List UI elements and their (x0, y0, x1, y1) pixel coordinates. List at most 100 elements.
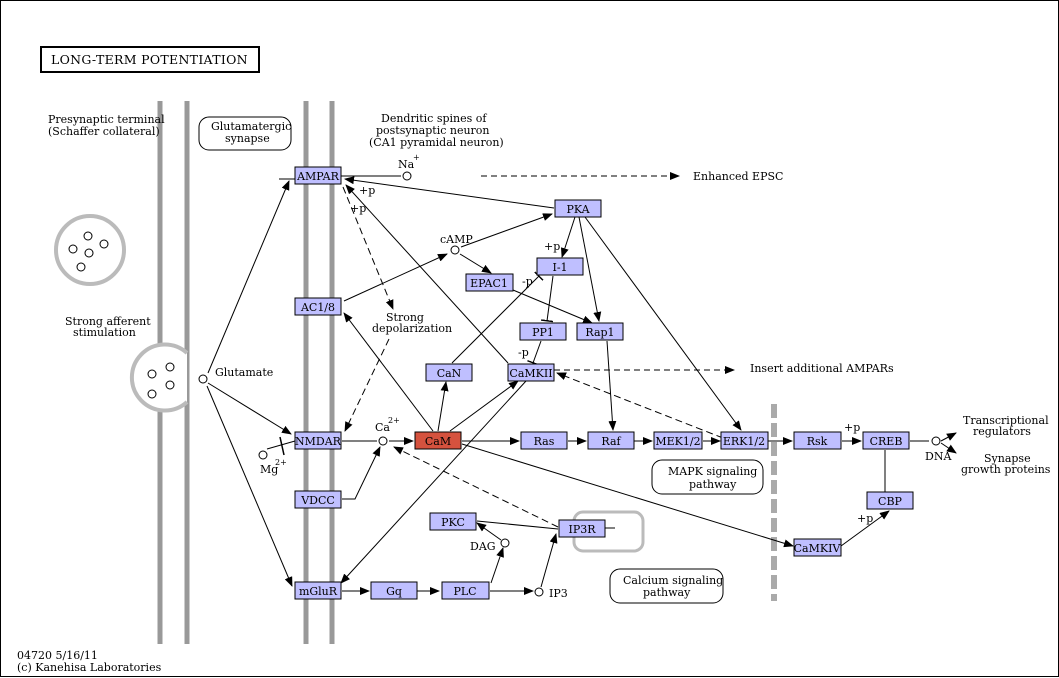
svg-text:2+: 2+ (275, 458, 287, 467)
svg-text:Na: Na (398, 158, 415, 171)
label-presynaptic-terminal: Presynaptic terminal (48, 113, 165, 126)
svg-text:+: + (413, 153, 420, 162)
calcium-signaling-pathway-link[interactable]: Calcium signaling pathway (609, 568, 724, 604)
svg-text:NMDAR: NMDAR (295, 435, 342, 448)
svg-text:MEK1/2: MEK1/2 (655, 435, 700, 448)
compound-ip3[interactable]: IP3 (534, 587, 568, 600)
mapk-signaling-pathway-link[interactable]: MAPK signaling pathway (651, 459, 764, 495)
edge-label-plus-p-2: +p (350, 202, 366, 215)
edge-label-plus-p-4: +p (844, 421, 860, 434)
label-postsynaptic-neuron: postsynaptic neuron (376, 124, 490, 137)
svg-text:PKC: PKC (441, 516, 465, 529)
svg-text:PP1: PP1 (532, 326, 554, 339)
svg-text:I-1: I-1 (552, 261, 567, 274)
svg-text:IP3R: IP3R (568, 523, 596, 536)
synaptic-vesicle-top (54, 214, 126, 286)
region-labels: Presynaptic terminal (Schaffer collatera… (17, 112, 1051, 674)
edge-label-minus-p-1: -p (522, 275, 533, 288)
compound-calcium[interactable]: Ca 2+ (375, 416, 400, 446)
compounds: Na + cAMP Ca 2+ Mg 2+ Glutamate DAG IP3 (198, 153, 952, 600)
edge-label-plus-p-5: +p (857, 512, 873, 525)
gene-plc[interactable]: PLC (441, 581, 490, 600)
gene-camkiv[interactable]: CaMKIV (793, 538, 842, 557)
gene-rap1[interactable]: Rap1 (576, 322, 624, 341)
svg-text:PKA: PKA (566, 203, 590, 216)
svg-text:DAG: DAG (470, 540, 496, 553)
gene-rsk[interactable]: Rsk (793, 431, 842, 450)
label-stimulation: stimulation (73, 326, 136, 339)
edge-labels: +p +p +p +p +p -p -p (350, 184, 873, 525)
edges (206, 172, 957, 595)
synaptic-vesicle-fusing (129, 342, 189, 413)
gene-epac1[interactable]: EPAC1 (465, 273, 514, 292)
svg-text:Rsk: Rsk (807, 435, 828, 448)
svg-text:synapse: synapse (225, 132, 270, 145)
gene-i1[interactable]: I-1 (536, 257, 584, 276)
gene-pp1[interactable]: PP1 (519, 322, 567, 341)
svg-text:2+: 2+ (388, 416, 400, 425)
gene-cbp[interactable]: CBP (866, 491, 914, 510)
svg-text:EPAC1: EPAC1 (470, 277, 508, 290)
label-transcriptional: Transcriptional (963, 414, 1049, 427)
svg-text:Mg: Mg (260, 463, 278, 476)
svg-text:PLC: PLC (453, 585, 476, 598)
svg-text:Ca: Ca (375, 421, 390, 434)
gene-vdcc[interactable]: VDCC (294, 490, 342, 509)
svg-text:CREB: CREB (870, 435, 903, 448)
gene-pkc[interactable]: PKC (429, 512, 477, 531)
gene-cam[interactable]: CaM (414, 431, 462, 450)
edge-label-minus-p-2: -p (518, 346, 529, 359)
label-strong-afferent: Strong afferent (65, 315, 151, 328)
svg-text:pathway: pathway (689, 478, 737, 491)
compound-dag[interactable]: DAG (470, 538, 510, 553)
label-enhanced-epsc: Enhanced EPSC (693, 170, 783, 183)
gene-creb[interactable]: CREB (862, 431, 910, 450)
label-depolarization: depolarization (372, 322, 452, 335)
svg-text:CBP: CBP (878, 495, 903, 508)
label-synapse: Synapse (984, 452, 1031, 465)
gene-mek[interactable]: MEK1/2 (653, 431, 703, 450)
gene-ampar[interactable]: AMPAR (294, 166, 342, 185)
svg-text:AC1/8: AC1/8 (300, 301, 335, 314)
compound-glutamate[interactable]: Glutamate (198, 366, 273, 384)
gene-erk[interactable]: ERK1/2 (720, 431, 769, 450)
compound-sodium[interactable]: Na + (398, 153, 420, 181)
footer-code: 04720 5/16/11 (17, 649, 98, 662)
gene-ip3r[interactable]: IP3R (558, 519, 606, 538)
compound-magnesium[interactable]: Mg 2+ (258, 450, 287, 476)
svg-text:Ras: Ras (534, 435, 555, 448)
gene-ras[interactable]: Ras (520, 431, 568, 450)
footer-copyright: (c) Kanehisa Laboratories (17, 661, 162, 674)
gene-nmdar[interactable]: NMDAR (294, 431, 342, 450)
gene-pka[interactable]: PKA (554, 199, 602, 218)
edge-label-plus-p-1: +p (359, 184, 375, 197)
svg-text:Rap1: Rap1 (585, 326, 614, 339)
svg-text:VDCC: VDCC (300, 494, 335, 507)
svg-text:CaMKIV: CaMKIV (794, 542, 842, 555)
compound-camp[interactable]: cAMP (440, 233, 473, 255)
svg-text:ERK1/2: ERK1/2 (723, 435, 765, 448)
svg-text:Gq: Gq (386, 585, 402, 598)
gene-mglur[interactable]: mGluR (294, 581, 342, 600)
svg-text:Raf: Raf (601, 435, 621, 448)
svg-text:Glutamate: Glutamate (215, 366, 273, 379)
label-regulators: regulators (973, 425, 1031, 438)
svg-text:Glutamatergic: Glutamatergic (211, 120, 291, 133)
page-title: LONG-TERM POTENTIATION (51, 52, 248, 67)
svg-text:MAPK signaling: MAPK signaling (668, 465, 757, 478)
label-growth-proteins: growth proteins (961, 463, 1051, 476)
gene-camkii[interactable]: CaMKII (507, 363, 555, 382)
glutamatergic-synapse-label: Glutamatergic synapse (198, 116, 292, 151)
gene-ac18[interactable]: AC1/8 (294, 297, 342, 316)
label-dendritic-spines: Dendritic spines of (381, 112, 487, 125)
svg-text:pathway: pathway (643, 586, 691, 599)
svg-text:Calcium signaling: Calcium signaling (623, 574, 723, 587)
gene-gq[interactable]: Gq (370, 581, 418, 600)
gene-raf[interactable]: Raf (587, 431, 635, 450)
svg-text:mGluR: mGluR (299, 585, 338, 598)
compound-dna[interactable]: DNA (925, 436, 952, 463)
gene-can[interactable]: CaN (425, 363, 473, 382)
svg-text:cAMP: cAMP (440, 233, 473, 246)
